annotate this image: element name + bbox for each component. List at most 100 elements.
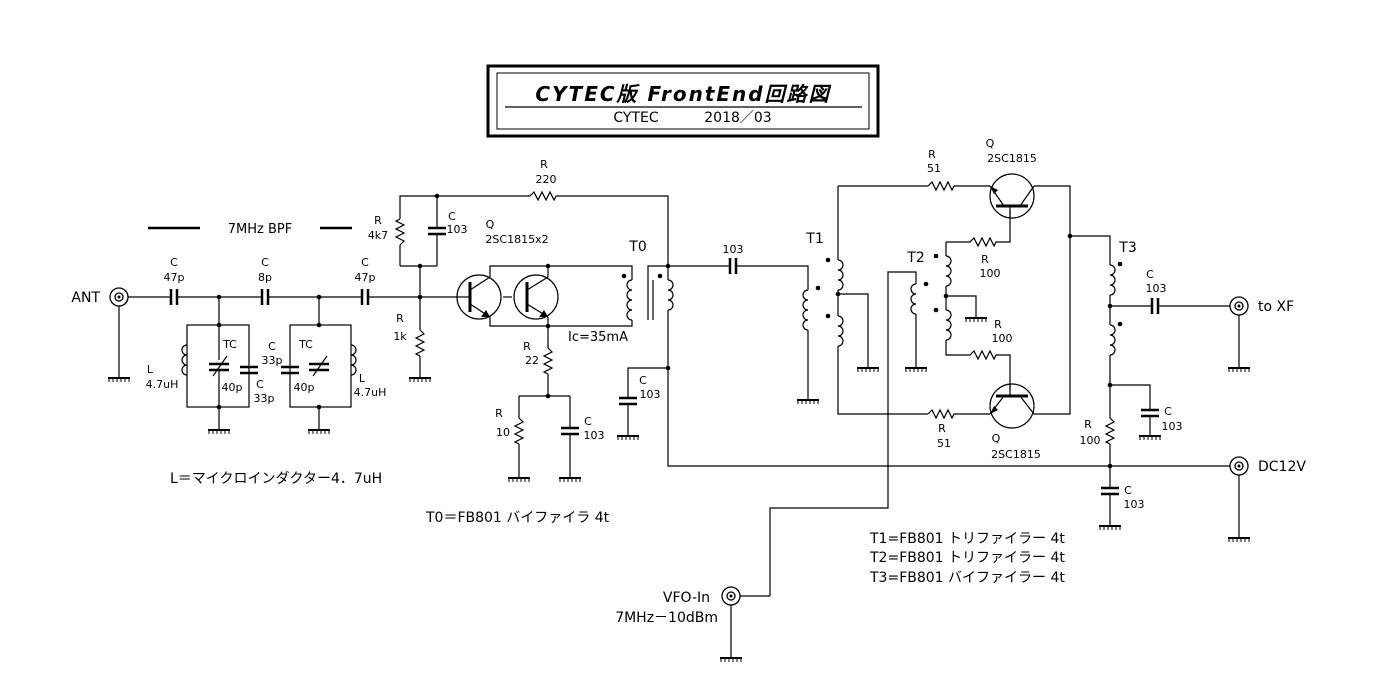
- resistor-r100-upper: R 100: [968, 210, 1011, 280]
- svg-text:103: 103: [640, 388, 661, 401]
- transformer-t3: T3: [1067, 233, 1137, 385]
- svg-text:TC: TC: [298, 338, 313, 351]
- svg-text:C: C: [268, 340, 276, 353]
- svg-text:R: R: [928, 148, 936, 161]
- emitter-network: R 22 R 10 C 103: [495, 326, 605, 483]
- svg-text:R: R: [495, 407, 503, 420]
- transistor-q3: Q 2SC1815: [989, 236, 1071, 461]
- note-t0: T0＝FB801 バイファイラ 4t: [425, 510, 610, 526]
- decoupling-network: C 103 R 100 C 103: [1080, 382, 1183, 531]
- svg-text:C: C: [361, 256, 369, 269]
- svg-text:40p: 40p: [222, 381, 243, 394]
- svg-text:T0: T0: [628, 239, 646, 255]
- svg-text:ANT: ANT: [71, 290, 100, 306]
- resistor-r51-upper: R 51: [838, 148, 990, 192]
- svg-text:100: 100: [980, 267, 1001, 280]
- svg-text:C: C: [1164, 405, 1172, 418]
- title-date: 2018／03: [704, 110, 771, 126]
- svg-text:R: R: [396, 312, 404, 325]
- tank-circuit-2: C 33p TC 40p L 4.7uH: [262, 297, 387, 435]
- svg-text:T3: T3: [1118, 240, 1136, 256]
- svg-text:C: C: [256, 378, 264, 391]
- svg-text:Q: Q: [992, 432, 1001, 445]
- svg-text:33p: 33p: [254, 392, 275, 405]
- svg-text:1k: 1k: [393, 330, 407, 343]
- svg-text:103: 103: [1162, 420, 1183, 433]
- svg-text:L: L: [359, 372, 366, 385]
- dc12v-port: DC12V: [1227, 456, 1306, 543]
- svg-text:4k7: 4k7: [368, 229, 388, 242]
- resistor-r51-lower: R 51: [927, 408, 990, 450]
- capacitor-t0-bypass: C 103: [616, 365, 1230, 467]
- transformer-t0: T0: [548, 239, 674, 368]
- svg-text:L: L: [147, 363, 154, 376]
- title-block: CYTEC版 FrontEnd回路図 CYTEC 2018／03: [486, 64, 880, 138]
- svg-text:Ic=35mA: Ic=35mA: [568, 330, 628, 345]
- svg-text:47p: 47p: [164, 271, 185, 284]
- svg-text:10: 10: [496, 426, 510, 439]
- svg-text:51: 51: [937, 437, 951, 450]
- feedback-resistor: R 220: [437, 158, 669, 266]
- svg-text:R: R: [994, 318, 1002, 331]
- transistor-q2: Q 2SC1815: [986, 137, 1071, 236]
- svg-text:4.7uH: 4.7uH: [146, 378, 179, 391]
- svg-text:T1: T1: [805, 231, 823, 247]
- note-inductor: L＝マイクロインダクター4．7uH: [170, 471, 382, 487]
- capacitor-coupling: 103: [668, 243, 809, 290]
- svg-text:C: C: [639, 374, 647, 387]
- title-author: CYTEC: [613, 110, 658, 126]
- svg-text:103: 103: [723, 243, 744, 256]
- note-t2: T2=FB801 トリファイラー 4t: [869, 550, 1065, 566]
- svg-text:2SC1815x2: 2SC1815x2: [485, 233, 548, 246]
- svg-text:33p: 33p: [262, 354, 283, 367]
- svg-text:R: R: [523, 340, 531, 353]
- capacitor-c1: C 47p: [164, 256, 185, 307]
- svg-text:103: 103: [447, 223, 468, 236]
- svg-text:C: C: [584, 415, 592, 428]
- svg-text:R: R: [981, 253, 989, 266]
- svg-text:Q: Q: [486, 218, 495, 231]
- svg-text:4.7uH: 4.7uH: [354, 386, 387, 399]
- transistor-pair-q1: Q 2SC1815x2 Ic=35mA: [455, 218, 628, 345]
- note-t1: T1=FB801 トリファイラー 4t: [869, 531, 1065, 547]
- notes: L＝マイクロインダクター4．7uH T0＝FB801 バイファイラ 4t T1=…: [170, 471, 1065, 586]
- svg-text:100: 100: [992, 332, 1013, 345]
- tank-circuit-1: L 4.7uH TC 40p C 33p: [146, 297, 275, 435]
- capacitor-c2: C 8p: [258, 256, 272, 307]
- svg-text:2SC1815: 2SC1815: [991, 448, 1041, 461]
- capacitor-output: C 103: [1110, 268, 1230, 316]
- svg-text:2SC1815: 2SC1815: [987, 152, 1037, 165]
- svg-text:VFO-In: VFO-In: [663, 590, 710, 606]
- svg-text:47p: 47p: [355, 271, 376, 284]
- svg-text:51: 51: [927, 162, 941, 175]
- svg-text:103: 103: [584, 429, 605, 442]
- title-text: CYTEC版 FrontEnd回路図: [535, 82, 831, 106]
- ant-port: ANT: [71, 287, 131, 383]
- transformer-t2: T2: [769, 241, 988, 596]
- svg-text:103: 103: [1124, 498, 1145, 511]
- to-xf-port: to XF: [1227, 296, 1294, 373]
- svg-text:103: 103: [1146, 282, 1167, 295]
- svg-text:R: R: [1084, 418, 1092, 431]
- resistor-r100-lower: R 100: [968, 318, 1013, 390]
- svg-text:100: 100: [1080, 434, 1101, 447]
- note-t3: T3=FB801 バイファイラー 4t: [869, 570, 1065, 586]
- svg-text:7MHz－10dBm: 7MHz－10dBm: [615, 610, 718, 626]
- svg-text:Q: Q: [986, 137, 995, 150]
- svg-text:R: R: [938, 422, 946, 435]
- svg-text:C: C: [448, 210, 456, 223]
- vfo-in-port: VFO-In 7MHz－10dBm: [615, 586, 770, 663]
- svg-text:C: C: [170, 256, 178, 269]
- svg-text:DC12V: DC12V: [1258, 459, 1306, 475]
- svg-text:C: C: [261, 256, 269, 269]
- svg-text:T2: T2: [906, 250, 924, 266]
- transformer-t1: T1: [796, 186, 928, 415]
- bpf-label: 7MHz BPF: [148, 222, 352, 237]
- capacitor-c3: C 47p: [355, 256, 376, 307]
- svg-text:8p: 8p: [258, 271, 272, 284]
- svg-text:22: 22: [525, 354, 539, 367]
- svg-text:R: R: [540, 158, 548, 171]
- svg-text:TC: TC: [222, 338, 237, 351]
- svg-text:to XF: to XF: [1258, 299, 1294, 315]
